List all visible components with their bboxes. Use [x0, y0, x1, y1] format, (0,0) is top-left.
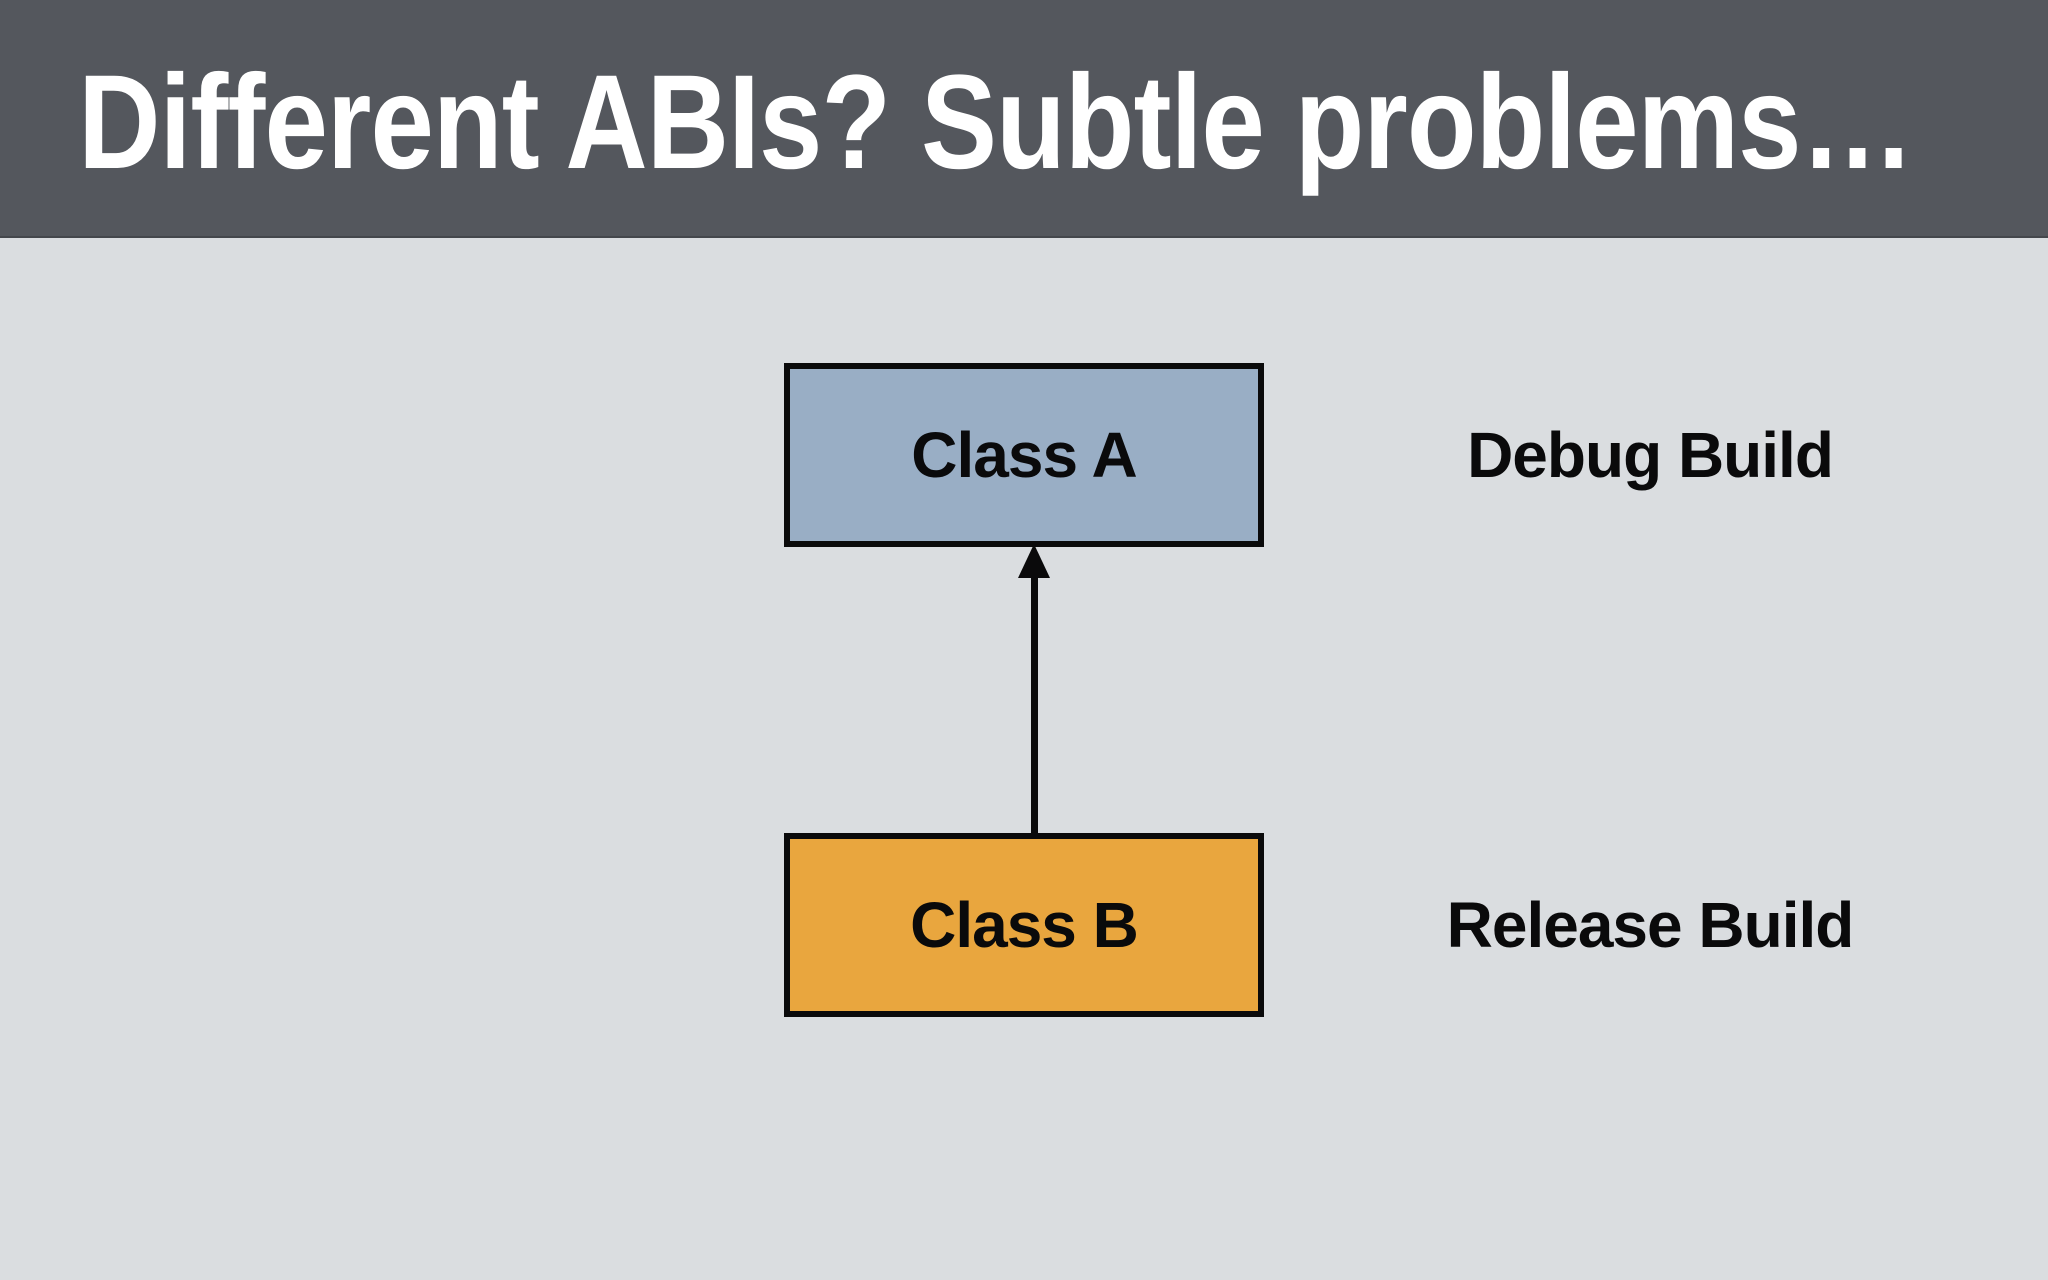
class-b-node: Class B: [784, 833, 1264, 1017]
class-b-label: Class B: [910, 889, 1139, 961]
release-build-label: Release Build: [1446, 889, 1855, 961]
diagram-canvas: Class A Class B Debug Build Release Buil…: [0, 238, 2048, 1280]
title-bar: Different ABIs? Subtle problems…: [0, 0, 2048, 238]
inheritance-arrow-head-icon: [1018, 544, 1050, 578]
slide-title: Different ABIs? Subtle problems…: [78, 48, 1914, 197]
debug-build-label: Debug Build: [1467, 419, 1834, 491]
inheritance-arrow-line: [1031, 576, 1038, 833]
class-a-node: Class A: [784, 363, 1264, 547]
class-a-label: Class A: [911, 419, 1137, 491]
